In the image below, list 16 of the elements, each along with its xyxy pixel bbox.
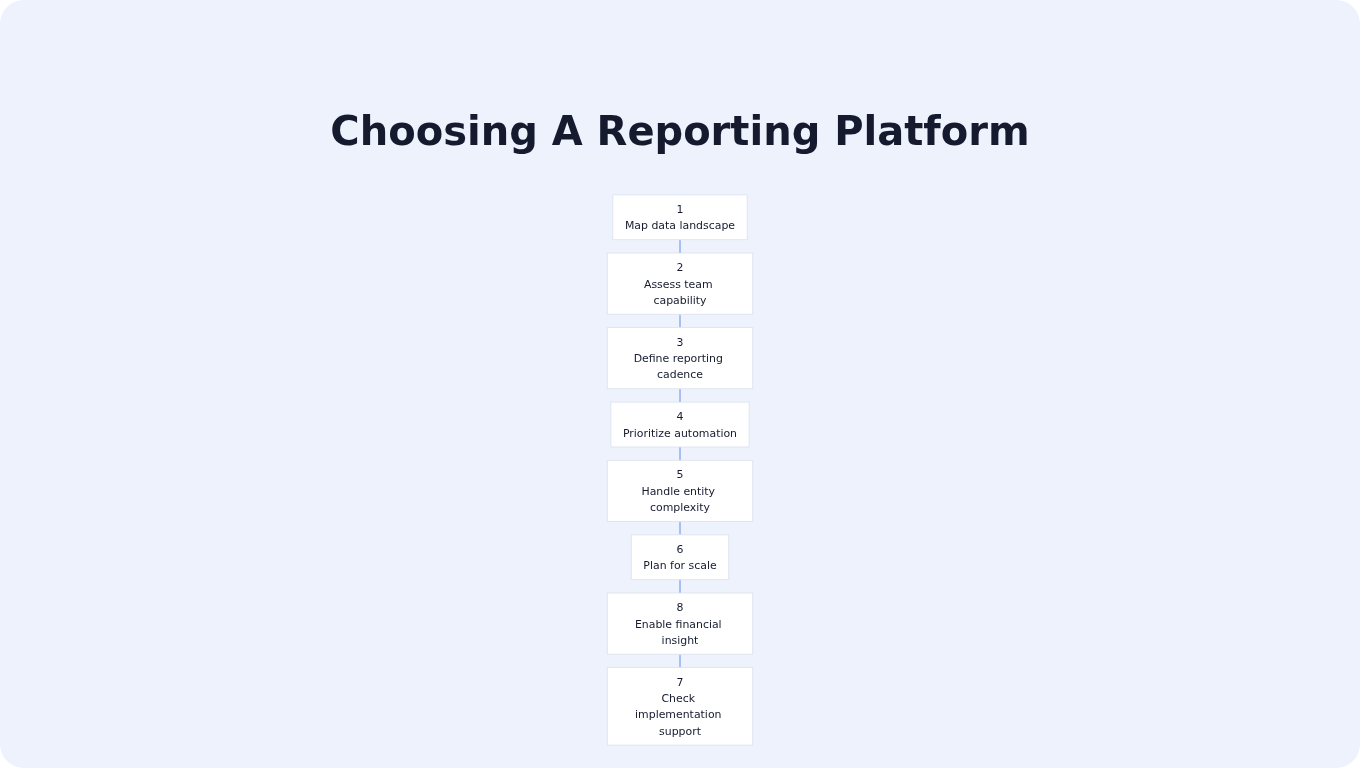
node-box: 4 Prioritize automation [610, 401, 750, 448]
node-box: 2 Assess team capability [606, 252, 754, 315]
node-box: 3 Define reporting cadence [606, 327, 754, 390]
connector [679, 521, 681, 536]
connector [679, 446, 681, 461]
connector [679, 313, 681, 329]
node-box: 8 Enable financial insight [606, 592, 754, 655]
connector [679, 653, 681, 669]
node-box: 1 Map data landscape [612, 194, 748, 241]
node-box: 7 Check implementation support [606, 667, 754, 746]
connector [679, 579, 681, 594]
connector [679, 388, 681, 403]
node-box: 5 Handle entity complexity [606, 459, 754, 522]
title: Choosing A Reporting Platform [330, 108, 1030, 154]
connector [679, 239, 681, 254]
node-box: 6 Plan for scale [630, 534, 730, 581]
